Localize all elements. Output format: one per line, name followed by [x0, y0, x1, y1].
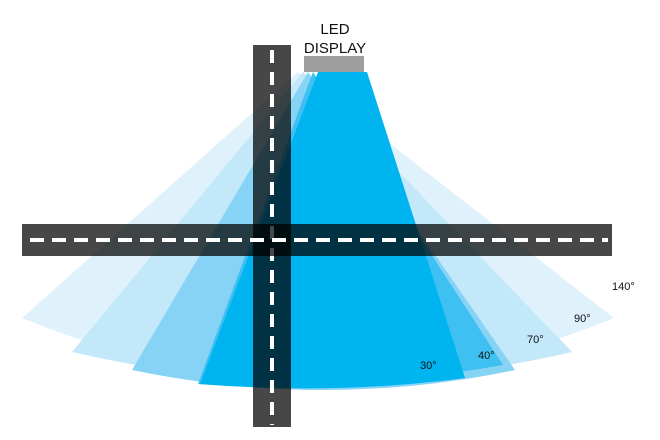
angle-label-40: 40°	[478, 350, 495, 362]
led-display-title-line2: DISPLAY	[304, 40, 366, 57]
angle-label-70: 70°	[527, 334, 544, 346]
led-display-title-line1: LED	[320, 21, 349, 38]
angle-label-90: 90°	[574, 313, 591, 325]
horizontal-road	[22, 224, 612, 256]
angle-label-140: 140°	[612, 281, 635, 293]
led-display-panel	[304, 56, 364, 72]
angle-label-30: 30°	[420, 360, 437, 372]
